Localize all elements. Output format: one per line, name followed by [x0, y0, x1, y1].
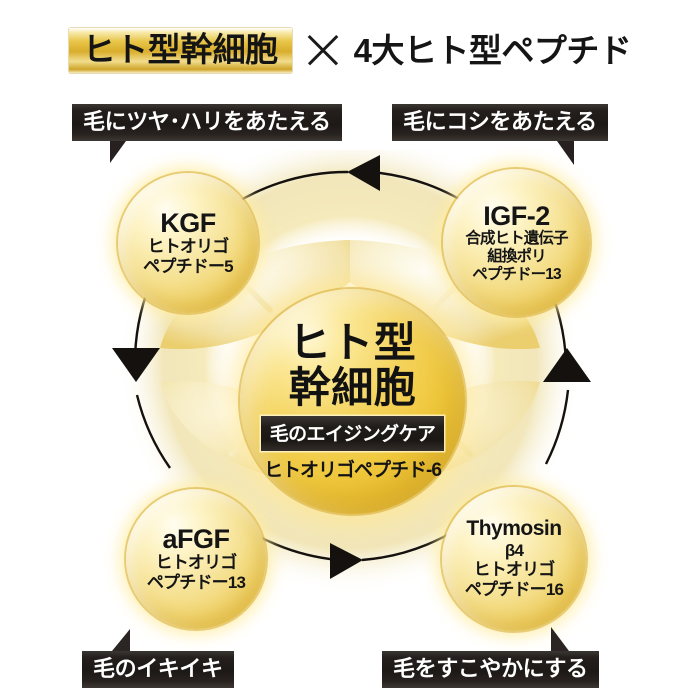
- cross-icon: [306, 33, 340, 67]
- node-igf2-title: IGF-2: [483, 200, 550, 231]
- node-kgf[interactable]: KGF ヒトオリゴ ペプチドー5: [118, 173, 258, 313]
- callout-top-right-label: 毛にコシをあたえる: [403, 109, 597, 134]
- node-kgf-line1: ヒトオリゴ: [147, 237, 230, 257]
- arrow-bottom-pointing-right: [330, 543, 363, 579]
- callout-bottom-right: 毛をすこやかにする: [382, 627, 599, 689]
- node-afgf-line1: ヒトオリゴ: [155, 553, 238, 573]
- node-kgf-line2: ペプチドー5: [143, 257, 233, 277]
- node-igf2-line3: ペプチドー13: [472, 265, 561, 283]
- header: ヒト型幹細胞 4大ヒト型ペプチド: [0, 14, 700, 86]
- node-kgf-title: KGF: [160, 208, 216, 239]
- callout-top-left: 毛にツヤ･ハリをあたえる: [72, 104, 342, 164]
- node-thymosin-subname: β4: [504, 540, 524, 560]
- node-thymosin[interactable]: Thymosin β4 ヒトオリゴ ペプチドー16: [442, 487, 586, 631]
- callout-tail-icon: [110, 141, 126, 164]
- node-igf2-line1: 合成ヒト遺伝子: [465, 229, 568, 247]
- callout-tail-icon: [112, 629, 130, 651]
- node-igf2-line2: 組換ポリ: [487, 247, 546, 265]
- callout-bottom-left: 毛のイキイキ: [82, 629, 234, 689]
- node-igf2[interactable]: IGF-2 合成ヒト遺伝子 組換ポリ ペプチドー13: [443, 169, 590, 316]
- node-afgf-line2: ペプチドー13: [146, 573, 246, 593]
- callout-tail-icon: [550, 627, 569, 651]
- callout-tail-icon: [556, 141, 574, 166]
- callout-top-right: 毛にコシをあたえる: [392, 104, 608, 166]
- center-line2: 幹細胞: [288, 364, 417, 411]
- node-thymosin-line1: ヒトオリゴ: [473, 560, 556, 580]
- center-line1: ヒト型: [288, 319, 417, 367]
- node-thymosin-title: Thymosin: [466, 517, 562, 541]
- node-thymosin-line2: ペプチドー16: [464, 580, 564, 600]
- arc-right-lower: [544, 389, 570, 465]
- node-afgf-title: aFGF: [162, 524, 230, 555]
- center-banner: 毛のエイジングケア: [260, 415, 445, 451]
- arrow-right-pointing-up: [543, 348, 591, 382]
- page-title: 4大ヒト型ペプチド: [353, 31, 632, 69]
- callout-bottom-left-label: 毛のイキイキ: [93, 656, 223, 681]
- callout-top-left-label: 毛にツヤ･ハリをあたえる: [83, 109, 331, 134]
- arc-left-lower: [135, 394, 171, 469]
- arrow-top-pointing-left: [347, 155, 380, 191]
- arrow-left-pointing-down: [112, 348, 160, 382]
- badge-label: ヒト型幹細胞: [82, 30, 279, 68]
- callout-bottom-right-label: 毛をすこやかにする: [393, 656, 588, 681]
- center-ingredient: ヒトオリゴペプチド-6: [264, 459, 442, 481]
- center-node[interactable]: ヒト型 幹細胞 毛のエイジングケア ヒトオリゴペプチド-6: [240, 289, 465, 514]
- gold-badge: ヒト型幹細胞: [68, 27, 292, 73]
- node-afgf[interactable]: aFGF ヒトオリゴ ペプチドー13: [126, 489, 266, 629]
